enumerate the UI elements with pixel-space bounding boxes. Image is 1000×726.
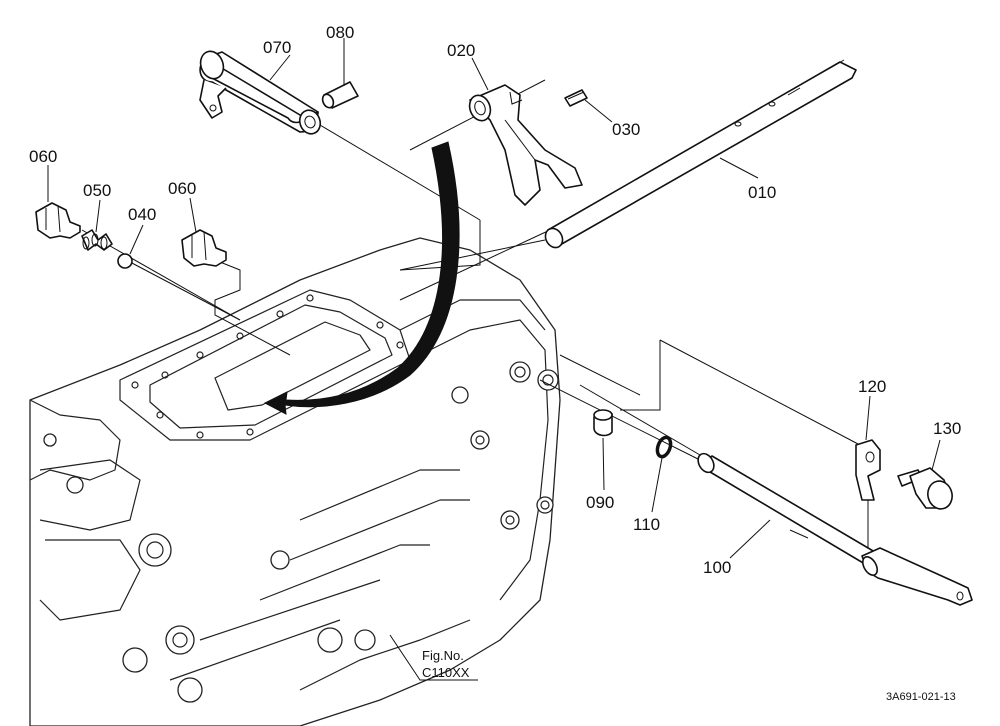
label-130: 130	[933, 419, 961, 438]
label-060-left: 060	[29, 147, 57, 166]
part-100-lever-shaft	[697, 452, 973, 606]
transmission-case	[29, 237, 561, 726]
document-id: 3A691-021-13	[886, 691, 956, 703]
part-080-spring-pin	[321, 81, 359, 109]
label-010: 010	[748, 183, 776, 202]
label-110: 110	[633, 515, 660, 534]
label-030: 030	[612, 120, 640, 139]
part-020-shift-fork	[468, 84, 583, 206]
label-060-right: 060	[168, 179, 196, 198]
install-direction-arrow	[263, 141, 460, 415]
part-090-cap	[593, 409, 613, 437]
part-030-pin	[564, 89, 588, 107]
part-050-spring	[81, 229, 113, 251]
part-labels: 070 080 020 030 010 060 050 040 060 090 …	[29, 23, 961, 577]
label-090: 090	[586, 493, 614, 512]
label-070: 070	[263, 38, 291, 57]
part-120-stopper-plate	[855, 439, 881, 501]
fig-no-value: C110XX	[422, 665, 470, 680]
figure-number-callout: Fig.No. C110XX	[389, 634, 478, 681]
label-050: 050	[83, 181, 111, 200]
label-020: 020	[447, 41, 475, 60]
leader-lines	[47, 38, 941, 559]
part-060-plug-left	[35, 202, 81, 239]
part-010-shift-rod	[544, 59, 857, 249]
fig-no-label: Fig.No.	[422, 648, 464, 663]
label-080: 080	[326, 23, 354, 42]
part-110-o-ring	[655, 435, 673, 459]
part-130-bolt	[897, 467, 953, 510]
label-120: 120	[858, 377, 886, 396]
part-070-pin	[199, 50, 322, 135]
part-060-plug-right	[181, 229, 227, 267]
part-040-ball	[117, 253, 133, 269]
label-100: 100	[703, 558, 731, 577]
label-040: 040	[128, 205, 156, 224]
